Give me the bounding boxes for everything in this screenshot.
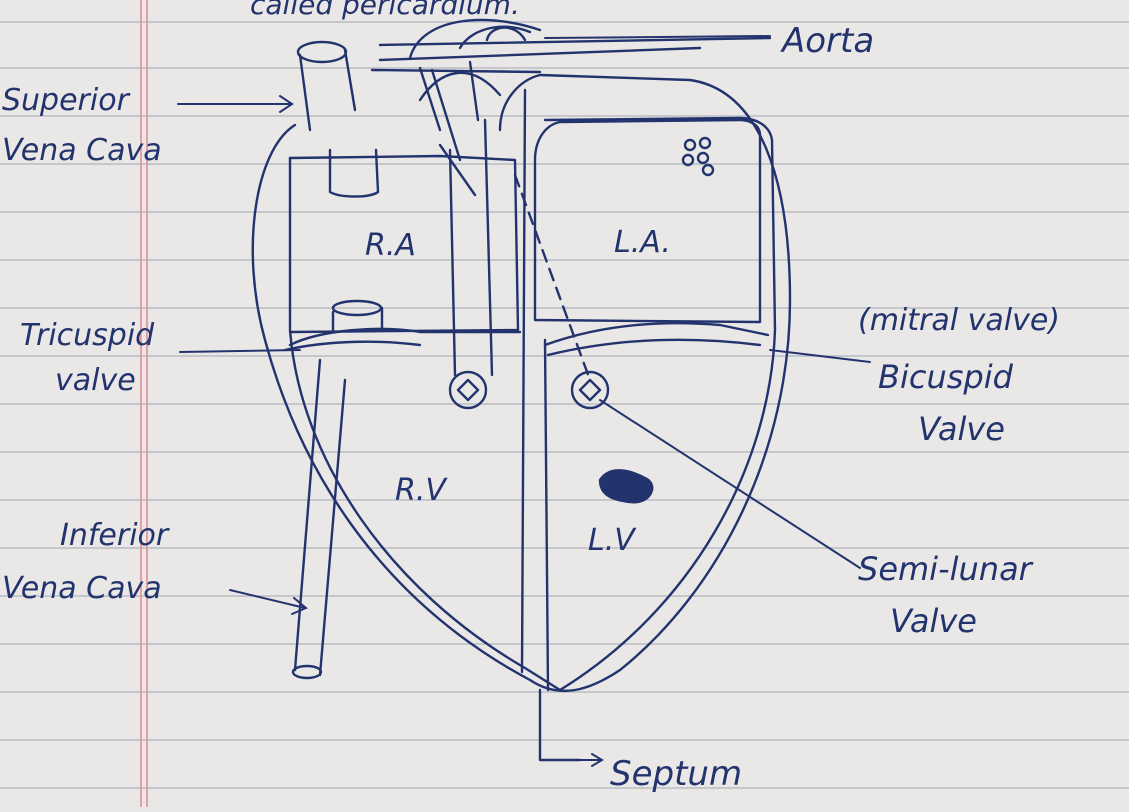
inferior-vena-cava <box>295 360 345 675</box>
pulmonary-semilunar-valve <box>450 372 486 408</box>
semilunar-valve-label-1: Semi-lunar <box>858 550 1034 588</box>
aorta-root <box>420 62 478 160</box>
left-ventricle-label: L.V <box>588 523 637 558</box>
aorta-arch <box>372 20 770 72</box>
inferior-vena-cava-label-1: Inferior <box>60 518 170 553</box>
mitral-valve-label: (mitral valve) <box>858 303 1060 338</box>
ruled-lines <box>0 22 1129 788</box>
septum-label: Septum <box>610 754 742 794</box>
heart-drawing <box>253 20 790 760</box>
superior-vena-cava-label-1: Superior <box>2 83 131 118</box>
lv-scribble <box>600 470 652 502</box>
semilunar-valve-label-2: Valve <box>890 602 977 640</box>
left-atrium-label: L.A. <box>614 225 671 260</box>
svc-opening <box>298 42 346 62</box>
inferior-vena-cava-label-2: Vena Cava <box>2 571 162 606</box>
bicuspid-valve-label-2: Valve <box>918 410 1005 448</box>
tricuspid-valve-label-1: Tricuspid <box>20 318 155 353</box>
top-heading: called pericardium. <box>250 0 520 21</box>
right-ventricle-label: R.V <box>395 473 448 508</box>
right-atrium-label: R.A <box>365 228 416 263</box>
bicuspid-valve-label-1: Bicuspid <box>878 358 1014 396</box>
labels: called pericardium. Aorta Superior Vena … <box>2 0 1060 794</box>
left-atrium-wall <box>535 120 760 322</box>
tricuspid-valve-label-2: valve <box>55 363 136 398</box>
aorta-label: Aorta <box>780 21 874 61</box>
superior-vena-cava-label-2: Vena Cava <box>2 133 162 168</box>
